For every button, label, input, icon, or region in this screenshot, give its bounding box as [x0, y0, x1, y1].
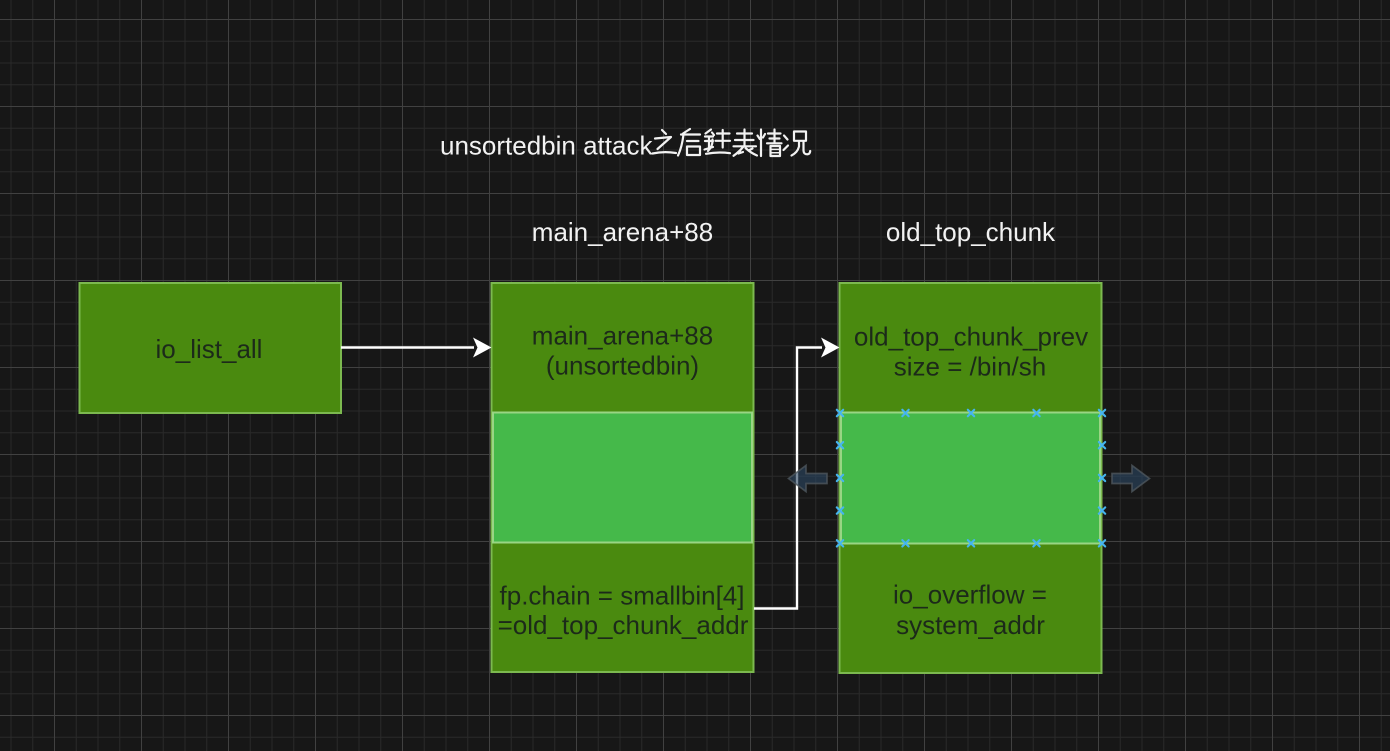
svg-text:io_overflow =: io_overflow = [893, 580, 1047, 610]
svg-text:old_top_chunk: old_top_chunk [886, 217, 1056, 247]
svg-text:(unsortedbin): (unsortedbin) [546, 351, 699, 381]
svg-text:fp.chain = smallbin[4]: fp.chain = smallbin[4] [500, 581, 745, 611]
svg-text:old_top_chunk_prev: old_top_chunk_prev [854, 322, 1088, 352]
svg-text:main_arena+88: main_arena+88 [532, 217, 713, 247]
svg-text:io_list_all: io_list_all [156, 334, 263, 364]
svg-text:system_addr: system_addr [896, 610, 1045, 640]
svg-text:=old_top_chunk_addr: =old_top_chunk_addr [498, 610, 749, 640]
svg-text:size = /bin/sh: size = /bin/sh [894, 352, 1046, 382]
svg-text:main_arena+88: main_arena+88 [532, 321, 713, 351]
svg-text:unsortedbin attack: unsortedbin attack [440, 131, 653, 161]
